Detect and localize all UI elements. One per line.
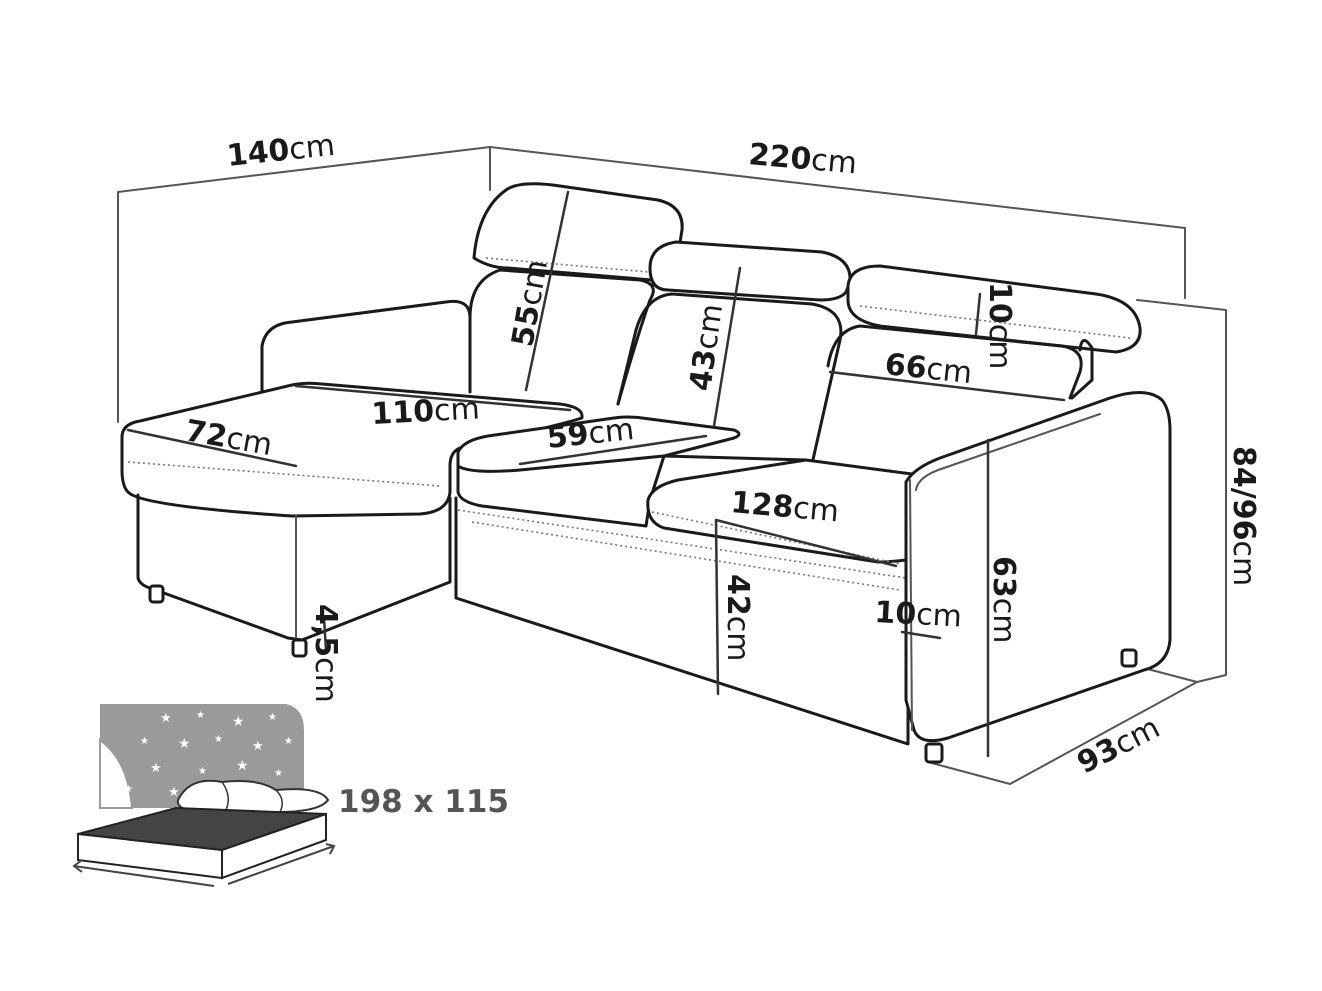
svg-text:★: ★ bbox=[198, 766, 207, 777]
dim-headrest-extension: 10cm bbox=[982, 282, 1017, 369]
dim-chaise-seat-length: 110cm bbox=[371, 391, 481, 432]
svg-text:★: ★ bbox=[160, 711, 172, 726]
svg-text:★: ★ bbox=[196, 710, 205, 721]
dim-sofa-width: 220cm bbox=[747, 137, 858, 181]
dim-seat-depth: 59cm bbox=[545, 412, 636, 456]
svg-text:★: ★ bbox=[252, 739, 264, 754]
measure-lines bbox=[126, 190, 1066, 758]
dim-seat-width: 128cm bbox=[729, 485, 840, 529]
dim-chaise-length: 140cm bbox=[225, 128, 336, 174]
dim-cushion-thickness: 10cm bbox=[874, 595, 963, 635]
sleeping-area-size: 198 x 115 bbox=[338, 784, 509, 820]
dim-total-depth: 93cm bbox=[1072, 710, 1166, 781]
svg-text:★: ★ bbox=[232, 714, 245, 730]
svg-text:★: ★ bbox=[140, 736, 149, 747]
dim-backrest-depth: 66cm bbox=[883, 347, 974, 391]
svg-text:★: ★ bbox=[178, 736, 191, 752]
dim-seat-height: 42cm bbox=[720, 574, 755, 661]
dim-backrest-height: 43cm bbox=[683, 302, 730, 393]
dim-chaise-seat-depth: 72cm bbox=[183, 413, 275, 463]
svg-text:★: ★ bbox=[268, 712, 277, 723]
main-sofa-section bbox=[454, 182, 1172, 764]
dimension-frame bbox=[117, 146, 1227, 785]
chaise-section bbox=[120, 299, 584, 658]
dim-armrest-height: 63cm bbox=[986, 556, 1021, 643]
dim-leg-height: 4,5cm bbox=[308, 604, 343, 703]
svg-text:★: ★ bbox=[124, 784, 133, 795]
svg-text:★: ★ bbox=[274, 768, 283, 779]
svg-text:★: ★ bbox=[236, 758, 249, 774]
dim-total-height: 84/96cm bbox=[1226, 446, 1261, 586]
svg-text:★: ★ bbox=[214, 734, 223, 745]
svg-text:★: ★ bbox=[284, 736, 293, 747]
svg-text:★: ★ bbox=[168, 785, 180, 800]
dim-headrest-height: 55cm bbox=[505, 257, 555, 349]
svg-text:★: ★ bbox=[150, 761, 162, 776]
sleep-function-icon: ★ ★ ★ ★ ★ ★ ★ ★ ★ ★ ★ ★ ★ ★ ★ ★ bbox=[72, 704, 336, 887]
